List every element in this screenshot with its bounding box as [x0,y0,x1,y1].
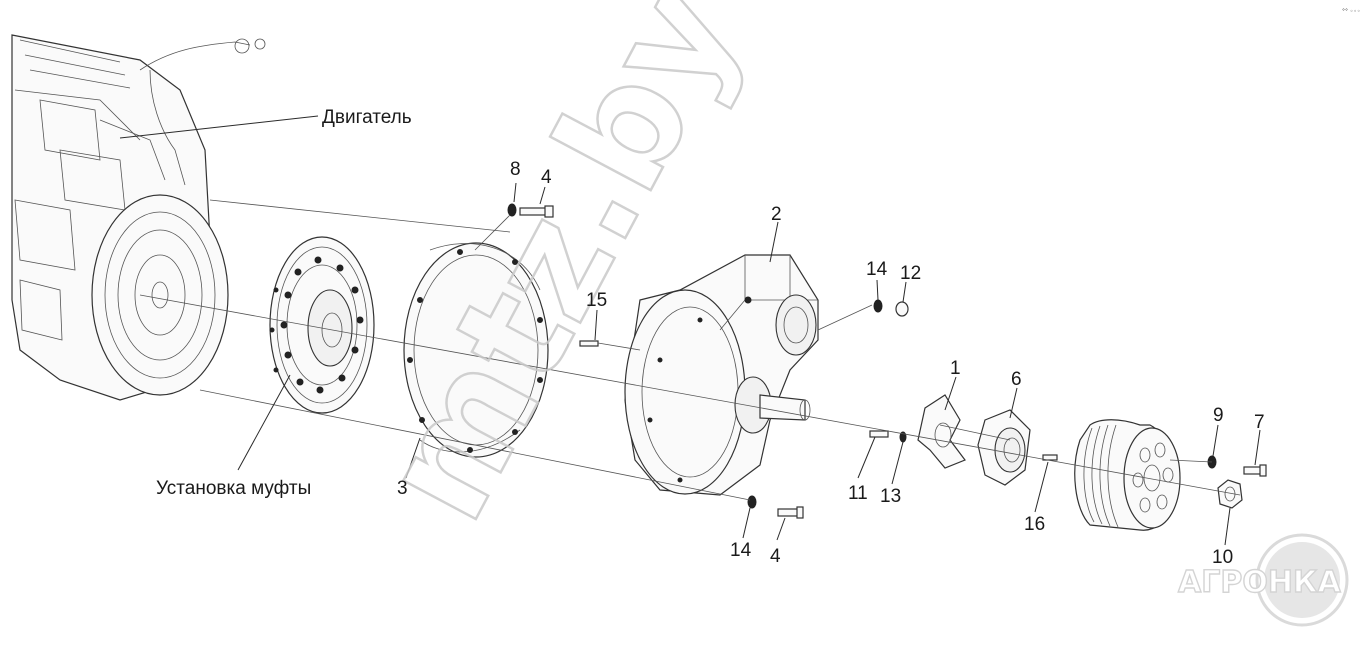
callout-9: 9 [1213,405,1224,426]
corner-mark: °° ◦◦◦ [1342,8,1361,15]
callout-15: 15 [586,290,607,311]
clutch-assembly [269,236,375,414]
callout-3: 3 [397,478,408,499]
part-1-fan [917,394,966,469]
pulley [1074,419,1181,531]
washer-8 [507,203,517,217]
callout-14-top: 14 [866,259,888,280]
callout-11: 11 [848,483,868,504]
leader-lines [119,115,1261,546]
callout-16: 16 [1024,514,1045,535]
nut-10 [1217,479,1243,509]
label-engine: Двигатель [322,107,412,128]
bolt-11 [869,430,889,438]
logo-text: АГРОНКА [1178,565,1341,600]
assembly-axis-lines [139,199,1241,501]
callout-14-bottom: 14 [730,540,752,561]
bolt-7 [1243,464,1267,477]
callout-6: 6 [1011,369,1022,390]
washer-14-top [873,299,883,313]
logo-ring [1255,533,1349,627]
callout-13: 13 [880,486,901,507]
pin-15 [579,340,599,347]
callout-2: 2 [771,204,782,225]
nut-12 [895,301,909,317]
pin-16 [1042,454,1058,461]
logo-disc [1264,542,1340,618]
bolt-4-bottom [777,506,804,519]
callout-4-top: 4 [541,167,552,188]
callout-4-bottom: 4 [770,546,781,567]
callout-1: 1 [950,358,961,379]
label-clutch-assembly: Установка муфты [156,478,311,499]
agronka-logo: АГРОНКА [1177,533,1349,627]
callout-12: 12 [900,263,921,284]
callout-10: 10 [1212,547,1233,568]
bolt-4-top [519,205,554,218]
washer-14-bottom [747,495,757,509]
part-2-gearbox-housing [624,254,819,496]
part-6-hub [977,409,1031,486]
callout-7: 7 [1254,412,1265,433]
engine-block [11,34,266,401]
callout-8: 8 [510,159,521,180]
